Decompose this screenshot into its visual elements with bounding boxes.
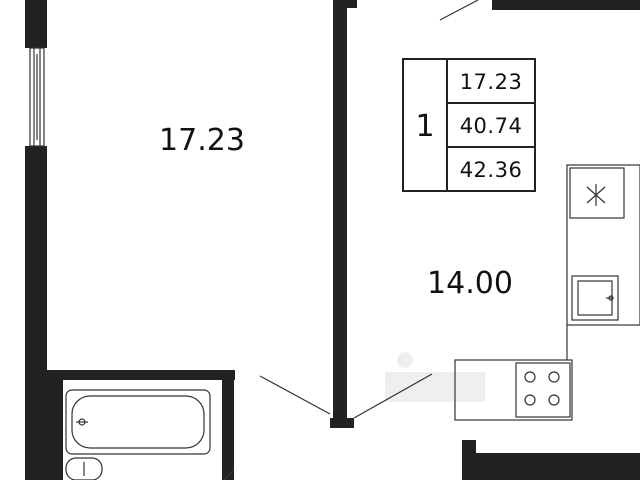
bathroom-fixtures (65, 389, 211, 481)
window-frame (29, 47, 45, 147)
kitchen-counter (566, 164, 640, 326)
watermark (385, 352, 485, 402)
kitchen-area-label: 14.00 (427, 266, 513, 301)
door-swing-bath (223, 469, 235, 481)
top-wall-stub (345, 0, 357, 8)
room-count: 1 (415, 109, 434, 144)
door-swings (223, 0, 479, 481)
window (29, 47, 45, 147)
central-wall (333, 0, 347, 418)
walls (25, 0, 640, 480)
total-area-with-balcony-value: 42.36 (460, 158, 523, 182)
living-area-value: 17.23 (460, 70, 523, 94)
sink-icon (571, 275, 619, 321)
bathroom-top-wall (47, 370, 235, 380)
door-jamb (330, 418, 354, 428)
lower-right-wall-horiz (462, 453, 640, 480)
stove-icon (515, 362, 571, 418)
top-left-stub (492, 0, 502, 10)
total-area-value: 40.74 (460, 114, 523, 138)
bathtub-icon (65, 389, 211, 455)
door-swing-kitchen (353, 373, 433, 419)
kitchen-counter-bottom (454, 359, 573, 421)
top-right-wall (498, 0, 640, 10)
bathroom-right-wall (222, 370, 234, 480)
info-box-frame (402, 58, 536, 192)
toilet-icon (65, 457, 103, 481)
outer-left-wall-upper (25, 0, 47, 48)
bathroom-inner-wall (47, 370, 63, 480)
door-swing-top (439, 0, 479, 21)
living-room-area-label: 17.23 (159, 123, 245, 158)
door-swing-living (259, 375, 331, 415)
kitchen-fixtures (454, 164, 640, 421)
area-info-box: 1 17.23 40.74 42.36 (402, 58, 536, 192)
ventilation-icon (569, 167, 625, 219)
outer-left-wall-lower (25, 146, 47, 480)
